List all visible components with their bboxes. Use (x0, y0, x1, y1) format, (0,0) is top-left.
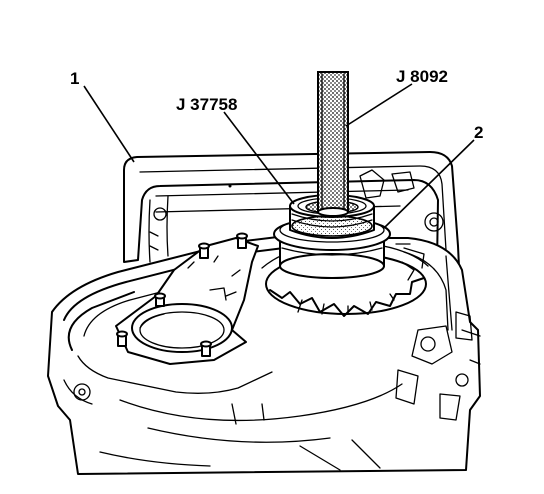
bracket-bolt (116, 330, 128, 347)
bracket-bolt (236, 232, 248, 249)
leader-housing (83, 85, 135, 163)
callout-label-seal: 2 (474, 123, 483, 142)
leader-seal (383, 139, 475, 229)
bracket-bolt (198, 242, 210, 259)
callout-leaders (83, 83, 475, 229)
leader-installer (223, 111, 295, 205)
driver-handle (317, 71, 349, 217)
bracket-bolt (200, 340, 212, 357)
callout-label-handle: J 8092 (396, 67, 448, 86)
leader-handle (345, 83, 413, 127)
transmission-housing (47, 151, 481, 475)
callout-label-housing: 1 (70, 69, 79, 88)
callout-label-installer: J 37758 (176, 95, 237, 114)
bracket-bolt (154, 292, 166, 307)
bearing-retainer-bracket (115, 232, 259, 365)
